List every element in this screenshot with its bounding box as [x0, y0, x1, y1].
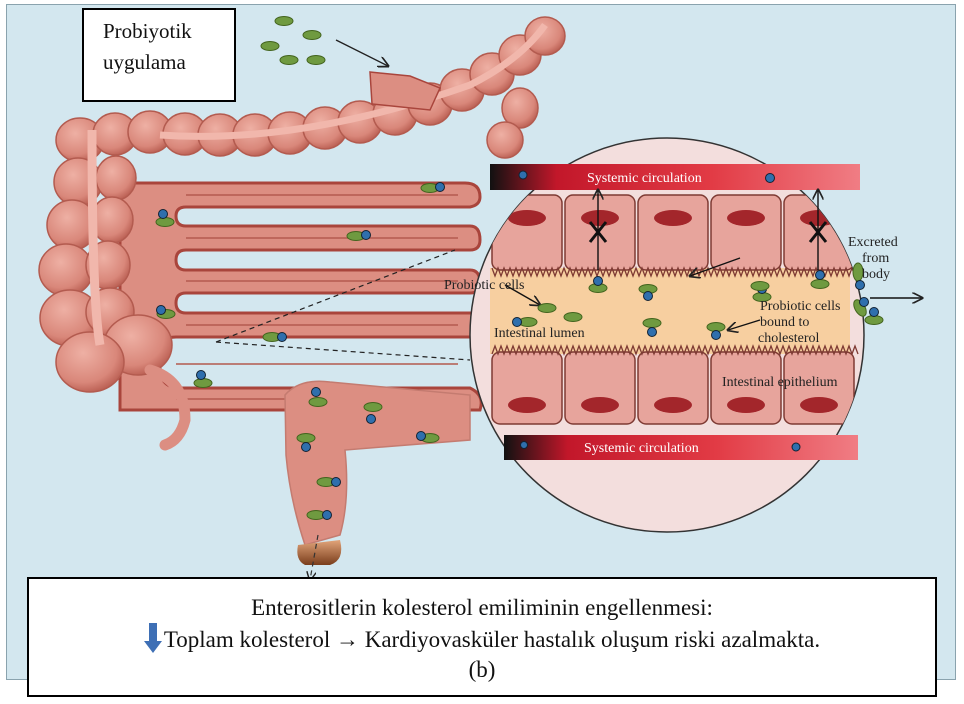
excreted-label-2: from — [862, 251, 889, 266]
probiotic-bound-label-1: Probiotic cells — [760, 299, 841, 314]
caption-risk-text: Kardiyovasküler hastalık oluşum riski az… — [365, 627, 820, 652]
zoom-connector — [216, 342, 470, 360]
probiotic-cells-label: Probiotic cells — [444, 278, 525, 293]
probiotic-administration-box: Probiyotik uygulama — [82, 8, 236, 102]
administration-arrow — [336, 40, 388, 66]
stomach-outlet — [370, 72, 440, 110]
probiotic-bound-label-3: cholesterol — [758, 331, 820, 346]
probiotic-cluster — [261, 17, 325, 65]
intestinal-lumen-label: Intestinal lumen — [494, 326, 585, 341]
intestinal-epithelium-label: Intestinal epithelium — [722, 375, 838, 390]
administration-line-2: uygulama — [103, 47, 234, 78]
small-intestine — [120, 183, 481, 410]
caption-arrow: → — [336, 627, 359, 652]
caption-total-cholesterol: Toplam kolesterol — [164, 627, 330, 652]
systemic-circulation-label-top: Systemic circulation — [587, 171, 702, 186]
excreted-label-3: body — [862, 267, 890, 282]
administration-line-1: Probiyotik — [103, 16, 234, 47]
caption-box: Enterositlerin kolesterol emiliminin eng… — [27, 577, 937, 697]
caption-line-1: Enterositlerin kolesterol emiliminin eng… — [29, 593, 935, 623]
zoom-inset: Systemic circulation Systemic circulatio… — [444, 138, 922, 532]
excreted-label-1: Excreted — [848, 235, 898, 250]
caption-line-2: Toplam kolesterol → Kardiyovasküler hast… — [29, 623, 935, 655]
probiotic-bound-label-2: bound to — [760, 315, 809, 330]
systemic-circulation-label-bottom: Systemic circulation — [584, 441, 699, 456]
caption-panel-letter: (b) — [29, 655, 935, 685]
down-arrow-icon — [144, 623, 162, 653]
